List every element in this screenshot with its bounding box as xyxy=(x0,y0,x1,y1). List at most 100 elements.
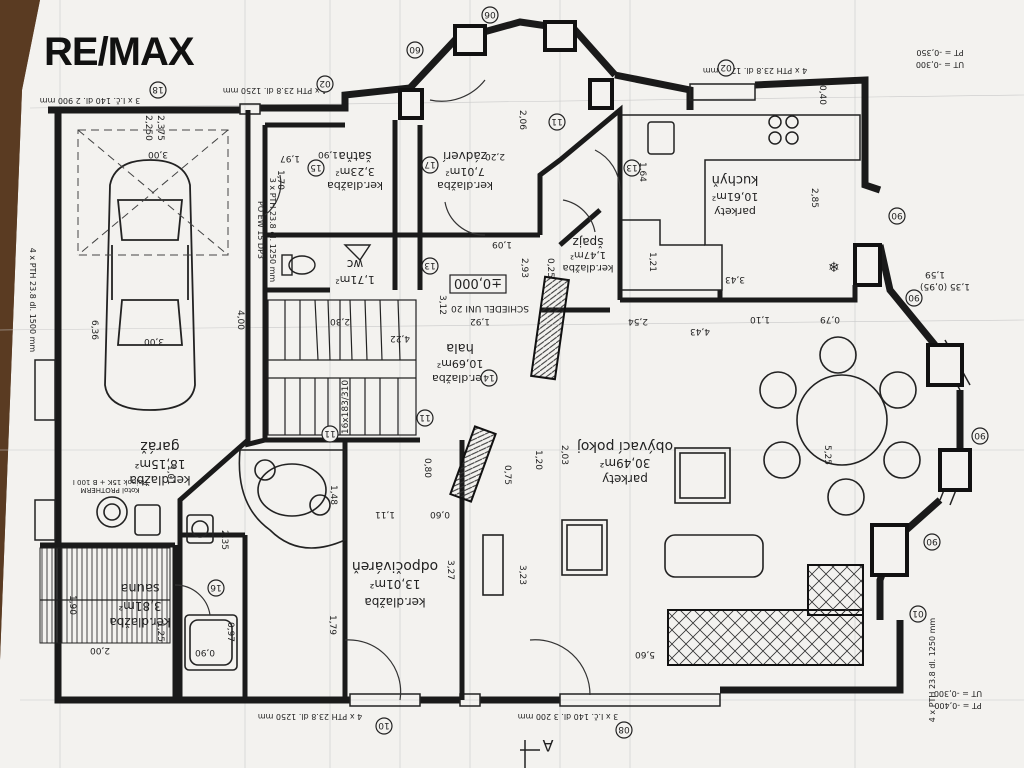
staircase xyxy=(267,299,417,436)
boiler-label: Kotol PROTHERM xyxy=(80,486,139,494)
dim: 0,40 xyxy=(817,85,827,105)
dim: 2,00 xyxy=(90,645,110,655)
dim: 2,250 xyxy=(143,115,153,141)
dim: 1,59 xyxy=(925,269,945,279)
dim: 1,09 xyxy=(492,239,512,249)
dimension-labels: 3,00 6,36 4,00 3,00 1,01 1,90 2,00 1,25 … xyxy=(67,85,970,659)
marker-circle: 10 xyxy=(375,717,393,735)
marker-circle: 08 xyxy=(615,721,633,739)
wardrobe-area: 3,23m² xyxy=(335,165,375,178)
level-box xyxy=(449,274,507,294)
tiled-floor xyxy=(667,609,864,666)
dim: 4,22 xyxy=(390,333,410,343)
marker-text: 14 xyxy=(483,372,495,382)
dim: 1,10 xyxy=(750,314,770,324)
room-labels: ker.dlažba 18,15m² garáž ker.dlažba 3,81… xyxy=(109,149,758,629)
window-top-right: 4 x PTH 23.8 dl. 1250 mm xyxy=(703,66,808,75)
wall-hatch xyxy=(449,425,497,503)
dim: 1,97 xyxy=(280,153,300,163)
dim: 5,25 xyxy=(822,445,832,465)
pantry-name: špajz xyxy=(573,235,604,249)
marker-circle: 01 xyxy=(909,605,927,623)
bath-fixtures xyxy=(96,496,238,671)
whirlpool-tub xyxy=(238,449,346,549)
marker-circle: 90 xyxy=(888,207,906,225)
wc-name: wc xyxy=(347,257,363,271)
hall-floor: ker.dlažba xyxy=(432,372,488,385)
marker-circle: 11 xyxy=(321,425,339,443)
dim: 1,64 xyxy=(637,162,647,182)
dim: 3,12 xyxy=(437,295,447,315)
marker-text: 11 xyxy=(419,412,430,422)
kitchen-area: 10,61m² xyxy=(712,190,759,203)
marker-circle: 06 xyxy=(481,6,499,24)
marker-circle: 11 xyxy=(548,113,566,131)
marker-text: 10 xyxy=(378,720,390,730)
garage-name: garáž xyxy=(140,438,179,454)
window-top-left: 3 x I.č. 140 dl. 2 900 mm xyxy=(40,96,141,106)
dim: 3,00 xyxy=(148,149,168,159)
dim: 0,25 xyxy=(545,258,555,278)
chimney xyxy=(530,275,570,381)
stairs-label: 16x183/310 xyxy=(341,380,351,434)
wardrobe-floor: ker.dlažba xyxy=(327,179,383,192)
dim: 2,20 xyxy=(485,151,505,161)
dining-set xyxy=(759,336,921,516)
dim: 0,60 xyxy=(430,509,450,519)
garage-door-swing xyxy=(77,129,229,256)
marker-circle: 18 xyxy=(149,81,167,99)
marker-text: 18 xyxy=(152,84,164,94)
dim: 2,35 xyxy=(219,530,229,550)
lounge-name: odpočiváreň xyxy=(352,558,438,574)
marker-text: 06 xyxy=(484,9,496,19)
marker-text: 90 xyxy=(891,210,903,220)
window-top: 4 x PTH 23.8 dl. 1250 mm xyxy=(223,86,328,95)
ut-top: UT = -0,300 xyxy=(916,60,964,69)
door-frame-label: PO EW 15 DP3 xyxy=(256,201,265,259)
section-arrow xyxy=(520,740,540,768)
marker-text: 90 xyxy=(908,292,920,302)
marker-circle: 13 xyxy=(421,257,439,275)
dim: 2,85 xyxy=(809,188,819,208)
living-name: obývací pokoj xyxy=(577,438,673,454)
dim: 3,00 xyxy=(144,336,164,346)
vestibule-floor: ker.dlažba xyxy=(437,179,493,192)
door-swings xyxy=(174,79,621,701)
dim: 0,79 xyxy=(820,314,840,324)
living-furniture xyxy=(482,447,764,596)
dim: 1,11 xyxy=(375,509,395,519)
marker-circle: 15 xyxy=(307,159,325,177)
dim: 2,06 xyxy=(517,110,527,130)
pantry-floor: ker.dlažba xyxy=(563,262,614,274)
fridge-icon: ❄ xyxy=(828,260,840,276)
dim: 2,30 xyxy=(330,316,350,326)
marker-circle: 17 xyxy=(421,156,439,174)
wc-area: 1,71m² xyxy=(335,273,375,286)
remax-logo: RE/MAX xyxy=(44,30,195,74)
marker-circle: 02 xyxy=(316,75,334,93)
dim: 4,00 xyxy=(235,310,245,330)
dim: 1,92 xyxy=(470,316,490,326)
marker-text: 11 xyxy=(324,428,335,438)
garage-floor: ker.dlažba xyxy=(129,473,190,487)
sauna-name: sauna xyxy=(120,580,159,595)
marker-text: 13 xyxy=(626,162,637,172)
marker-circle: 90 xyxy=(923,533,941,551)
lounge-area: 13,01m² xyxy=(369,577,420,591)
dim: 3,43 xyxy=(725,274,745,284)
dim: 1,90 xyxy=(67,595,77,615)
marker-circle: 13 xyxy=(623,159,641,177)
marker-text: 17 xyxy=(424,159,435,169)
wardrobe-name: šatňa xyxy=(338,149,371,163)
pt-bottom: PT = -0,400 xyxy=(934,701,981,710)
marker-circle: 14 xyxy=(480,369,498,387)
level-mark: ±0,000 xyxy=(454,275,502,290)
dim: 1,35 (0,95) xyxy=(920,281,970,291)
dim: 1,25 xyxy=(155,622,165,642)
sauna-benches xyxy=(39,547,171,644)
window-bottom-left: 4 x PTH 23.8 dl. 1250 mm xyxy=(258,712,363,721)
marker-text: 11 xyxy=(551,116,562,126)
window-bottom-right: 4 x PTH 23.8 dl. 1250 mm xyxy=(928,618,937,723)
